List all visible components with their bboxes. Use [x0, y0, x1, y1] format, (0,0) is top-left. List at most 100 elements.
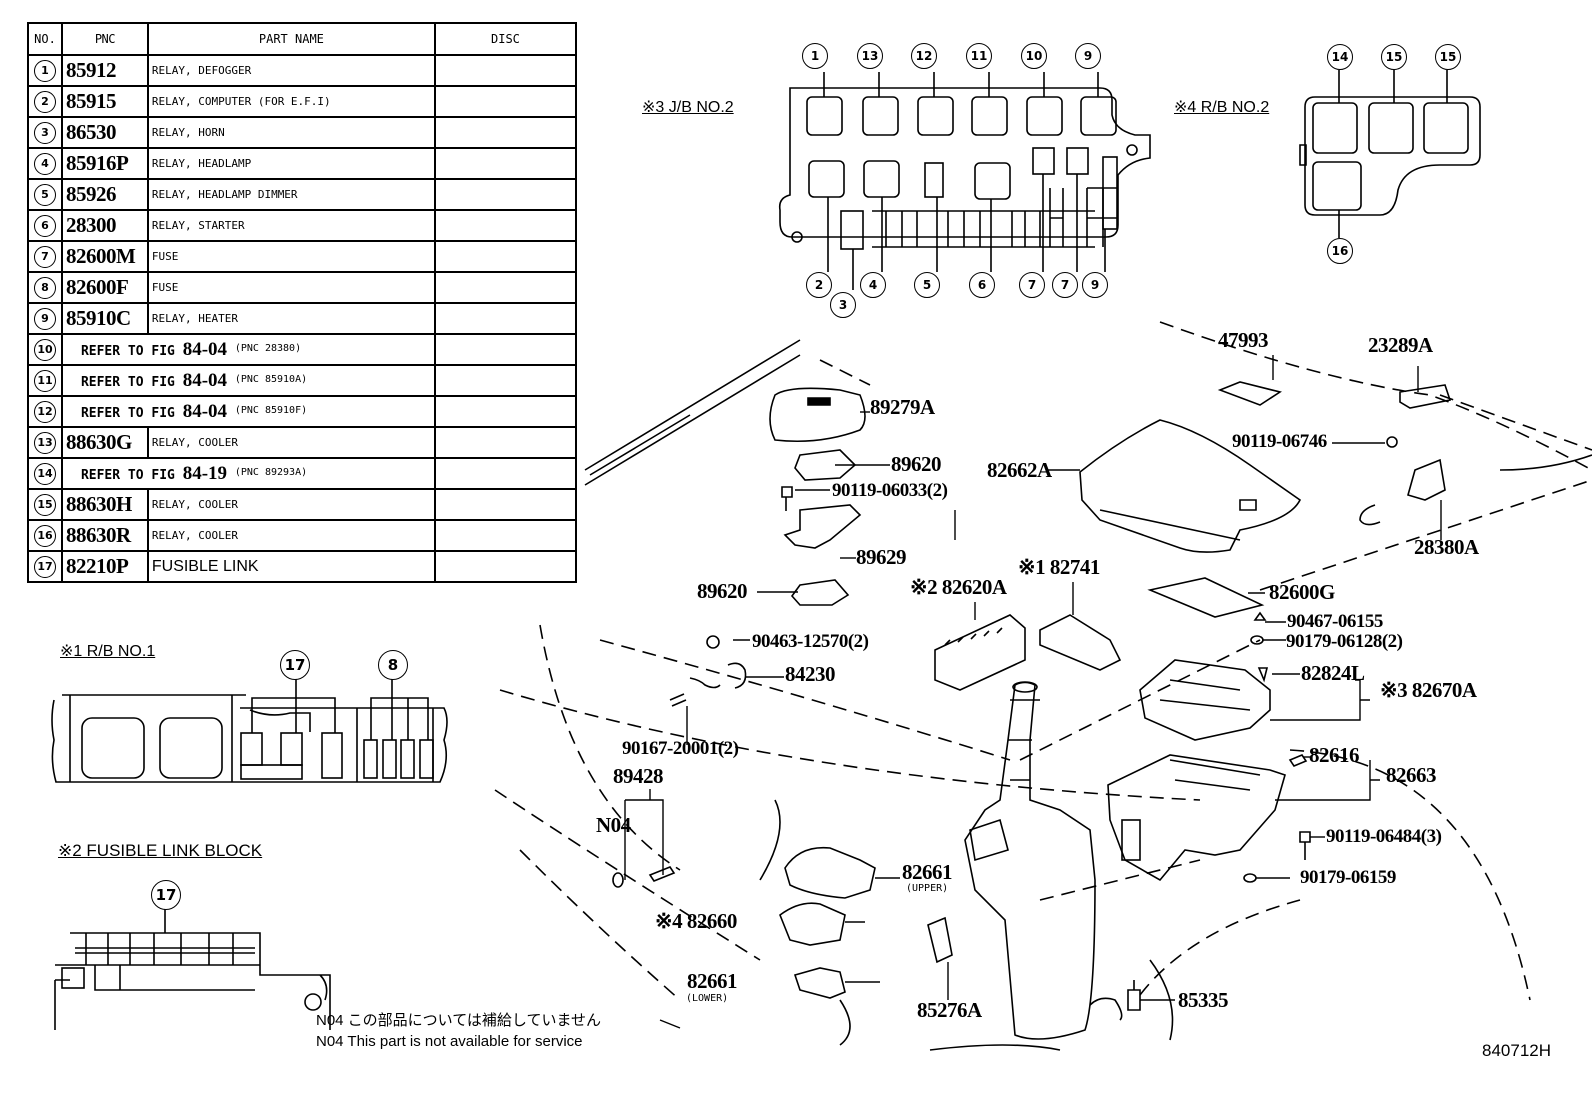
refer-pnc: (PNC 89293A): [234, 466, 308, 478]
part-label-90119-06484[interactable]: 90119-06484(3): [1326, 826, 1442, 847]
pnc-cell[interactable]: 85916P: [60, 147, 149, 180]
pnc-cell[interactable]: 86530: [60, 116, 149, 149]
pnc-cell[interactable]: 88630G: [60, 426, 149, 459]
pnc-cell[interactable]: 85926: [60, 178, 149, 211]
part-label-90119-06033[interactable]: 90119-06033(2): [832, 480, 948, 501]
part-label-47993[interactable]: 47993: [1218, 328, 1269, 352]
disc-cell: [433, 364, 578, 397]
pnc-cell[interactable]: 82210P: [60, 550, 149, 583]
row-number-callout: 1: [33, 59, 56, 82]
callout-7a: 7: [1019, 272, 1045, 298]
row-number-cell: 13: [27, 426, 63, 459]
callout-6: 6: [969, 272, 995, 298]
section-title-rb1: ※1 R/B NO.1: [60, 643, 156, 660]
part-label-90179-06128[interactable]: 90179-06128(2): [1286, 631, 1403, 652]
part-label-82663[interactable]: 82663: [1386, 763, 1437, 787]
row-number-callout: 9: [33, 307, 56, 330]
part-label-89279A[interactable]: 89279A: [870, 395, 935, 419]
disc-cell: [433, 85, 578, 118]
refer-figure-link[interactable]: 84-19: [182, 462, 228, 484]
part-label-90167-20001[interactable]: 90167-20001(2): [622, 738, 739, 759]
part-label-82824L[interactable]: 82824L: [1301, 661, 1365, 685]
refer-text: REFER TO FIG: [80, 467, 175, 483]
part-name-cell: RELAY, COOLER: [146, 519, 436, 552]
part-label-82620A[interactable]: ※2 82620A: [910, 575, 1007, 599]
part-label-28380A[interactable]: 28380A: [1414, 535, 1479, 559]
row-number-cell: 4: [27, 147, 63, 180]
part-label-89428[interactable]: 89428: [613, 764, 664, 788]
part-name-cell: RELAY, DEFOGGER: [146, 54, 436, 87]
pnc-cell[interactable]: 82600M: [60, 240, 149, 273]
part-label-89629[interactable]: 89629: [856, 545, 907, 569]
callout-16: 16: [1327, 238, 1353, 264]
callout-9-bottom: 9: [1082, 272, 1108, 298]
part-name-cell: RELAY, COOLER: [146, 426, 436, 459]
part-label-82660[interactable]: ※4 82660: [655, 909, 737, 933]
row-number-cell: 14: [27, 457, 63, 490]
part-label-82741[interactable]: ※1 82741: [1018, 555, 1100, 579]
row-number-callout: 4: [33, 152, 56, 175]
row-number-callout: 12: [33, 400, 56, 423]
row-number-cell: 7: [27, 240, 63, 273]
callout-13: 13: [857, 43, 883, 69]
part-name-cell: RELAY, HEATER: [146, 302, 436, 335]
part-label-82661-lower[interactable]: 82661: [687, 969, 738, 993]
part-name-cell: RELAY, COMPUTER (FOR E.F.I): [146, 85, 436, 118]
disc-cell: [433, 333, 578, 366]
pnc-cell[interactable]: 28300: [60, 209, 149, 242]
pnc-cell[interactable]: 82600F: [60, 271, 149, 304]
callout-15a: 15: [1381, 44, 1407, 70]
pnc-cell[interactable]: 85915: [60, 85, 149, 118]
part-label-82661-upper[interactable]: 82661: [902, 860, 953, 884]
table-row: 14 REFER TO FIG 84-19 (PNC 89293A): [27, 457, 578, 490]
part-label-84230[interactable]: 84230: [785, 662, 836, 686]
callout-2: 2: [806, 272, 832, 298]
part-label-90179-06159[interactable]: 90179-06159: [1300, 867, 1396, 888]
part-sketches: [612, 381, 1452, 1040]
callout-14: 14: [1327, 44, 1353, 70]
pnc-cell[interactable]: 85912: [60, 54, 149, 87]
disc-cell: [433, 147, 578, 180]
refer-figure-link[interactable]: 84-04: [182, 400, 228, 422]
part-label-82600G[interactable]: 82600G: [1269, 580, 1335, 604]
pnc-cell[interactable]: 88630H: [60, 488, 149, 521]
part-label-82616[interactable]: 82616: [1309, 743, 1360, 767]
part-label-89620-upper[interactable]: 89620: [891, 452, 942, 476]
part-label-82670A[interactable]: ※3 82670A: [1380, 678, 1477, 702]
col-disc: DISC: [433, 22, 578, 56]
part-label-89620-lower[interactable]: 89620: [697, 579, 748, 603]
refer-figure-link[interactable]: 84-04: [182, 338, 228, 360]
pnc-cell[interactable]: 88630R: [60, 519, 149, 552]
row-number-callout: 11: [33, 369, 56, 392]
refer-figure-link[interactable]: 84-04: [182, 369, 228, 391]
part-label-82662A[interactable]: 82662A: [987, 458, 1052, 482]
row-number-cell: 9: [27, 302, 63, 335]
part-label-85335[interactable]: 85335: [1178, 988, 1229, 1012]
row-number-cell: 8: [27, 271, 63, 304]
disc-cell: [433, 178, 578, 211]
pnc-cell[interactable]: 85910C: [60, 302, 149, 335]
row-number-callout: 8: [33, 276, 56, 299]
part-label-90467-06155[interactable]: 90467-06155: [1287, 611, 1383, 632]
part-label-23289A[interactable]: 23289A: [1368, 333, 1433, 357]
row-number-callout: 7: [33, 245, 56, 268]
row-number-callout: 10: [33, 338, 56, 361]
row-number-callout: 17: [33, 555, 56, 578]
part-label-90119-06746[interactable]: 90119-06746: [1232, 431, 1327, 452]
row-number-callout: 13: [33, 431, 56, 454]
row-number-cell: 15: [27, 488, 63, 521]
part-label-90463-12570[interactable]: 90463-12570(2): [752, 631, 869, 652]
part-label-85276A[interactable]: 85276A: [917, 998, 982, 1022]
callout-8-rb1: 8: [378, 650, 408, 680]
part-label-N04[interactable]: N04: [596, 813, 631, 837]
